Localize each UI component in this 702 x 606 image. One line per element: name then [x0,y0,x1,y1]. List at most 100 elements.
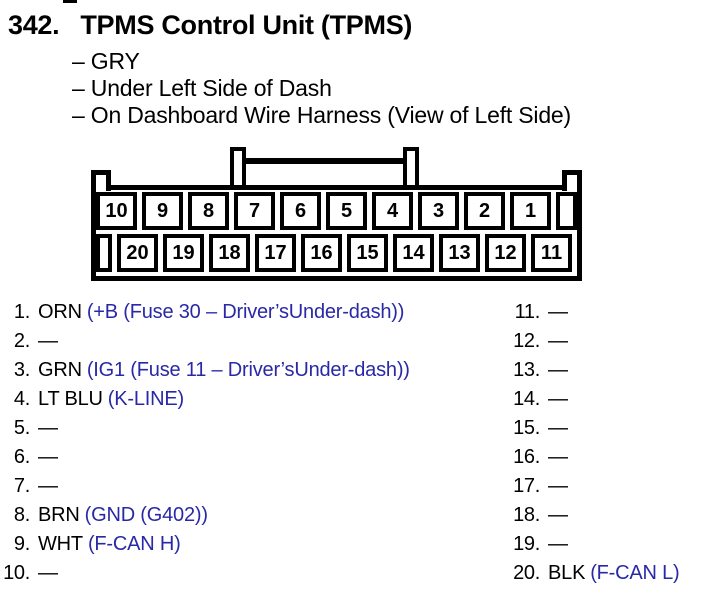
pin-number: 13. [513,359,540,381]
wire-color: — [38,446,58,468]
pin-row-16: 16. — [505,443,680,472]
pin-number: 6. [13,446,30,468]
scan-artifact [63,0,77,3]
pin-cell-10: 10 [96,192,137,230]
pin-number: 3. [13,359,30,381]
wire-color: — [38,330,58,352]
pin-number: 10. [3,562,30,584]
pin-number: 20. [513,562,540,584]
pin-number: 5. [13,417,30,439]
pin-row-7: 7. — [0,472,410,501]
pin-row-12: 12. — [505,327,680,356]
wire-color: BRN [38,504,80,526]
wire-color: — [38,475,58,497]
pin-number: 18. [513,504,540,526]
wire-color: — [548,388,568,410]
connector-lock-tab-left [230,147,246,185]
pin-number: 16. [513,446,540,468]
connector-top-row: 10 9 8 7 6 5 4 3 2 1 [96,192,577,230]
detail-line-color: – GRY [72,48,140,74]
pin-cell-14: 14 [393,234,434,272]
pin-list-right-column: 11.— 12.— 13.— 14.— 15.— 16.— 17.— 18.— … [505,298,680,588]
wire-color: — [548,533,568,555]
pin-number: 1. [13,301,30,323]
pin-number: 9. [13,533,30,555]
connector-bottom-row: 20 19 18 17 16 15 14 13 12 11 [96,234,577,272]
wire-color: — [548,504,568,526]
wire-color: — [548,301,568,323]
pin-cell-1: 1 [510,192,551,230]
detail-line-harness: – On Dashboard Wire Harness (View of Lef… [72,102,571,128]
page-title: TPMS Control Unit (TPMS) [80,10,413,40]
connector-lock-tab-right [403,147,419,185]
pin-cell-19: 19 [163,234,204,272]
pin-row-15: 15. — [505,414,680,443]
pin-row-10: 10. — [0,559,410,588]
pin-cell-9: 9 [142,192,183,230]
pin-cell-8: 8 [188,192,229,230]
pin-row-2: 2. — [0,327,410,356]
pin-function: (F-CAN H) [87,533,181,555]
pin-number: 19. [513,533,540,555]
pin-row-11: 11. — [505,298,680,327]
page-header: 342. TPMS Control Unit (TPMS) [8,10,412,40]
pin-list-left-column: 1. ORN(+B (Fuse 30 – Driver’sUnder-dash))… [0,298,410,588]
pin-row-19: 19. — [505,530,680,559]
pin-row-9: 9. WHT(F-CAN H) [0,530,410,559]
pin-cell-15: 15 [347,234,388,272]
detail-line-location: – Under Left Side of Dash [72,75,332,101]
pin-cell-6: 6 [280,192,321,230]
wire-color: — [548,417,568,439]
pin-row-4: 4.LT BLU(K-LINE) [0,385,410,414]
connector-lock-bar [246,158,403,164]
pin-row-8: 8. BRN(GND (G402)) [0,501,410,530]
pin-function: (IG1 (Fuse 11 – Driver’sUnder-dash)) [86,359,410,381]
pin-number: 14. [513,388,540,410]
pin-cell-12: 12 [485,234,526,272]
pin-cell-16: 16 [301,234,342,272]
wire-color: BLK [548,562,586,584]
connector-blank-cell [556,192,577,230]
pin-row-5: 5. — [0,414,410,443]
pin-row-17: 17. — [505,472,680,501]
wire-color: — [548,475,568,497]
wire-color: — [548,446,568,468]
connector-diagram: 10 9 8 7 6 5 4 3 2 1 20 19 18 17 16 15 1… [91,147,582,281]
pin-function: (GND (G402)) [84,504,208,526]
pin-row-20: 20. BLK(F-CAN L) [505,559,680,588]
pin-cell-20: 20 [117,234,158,272]
pin-cell-4: 4 [372,192,413,230]
pin-cell-2: 2 [464,192,505,230]
pin-row-14: 14. — [505,385,680,414]
pin-row-6: 6. — [0,443,410,472]
connector-corner-tab-left [91,170,111,191]
pin-number: 12. [513,330,540,352]
pin-cell-5: 5 [326,192,367,230]
pin-number: 7. [13,475,30,497]
pin-cell-7: 7 [234,192,275,230]
wire-color: — [548,330,568,352]
wire-color: LT BLU [38,388,103,410]
connector-shell: 10 9 8 7 6 5 4 3 2 1 20 19 18 17 16 15 1… [91,185,582,281]
pin-function: (K-LINE) [107,388,184,410]
pin-row-1: 1. ORN(+B (Fuse 30 – Driver’sUnder-dash)) [0,298,410,327]
pin-number: 8. [13,504,30,526]
pin-number: 2. [13,330,30,352]
pin-number: 17. [513,475,540,497]
pin-cell-17: 17 [255,234,296,272]
connector-blank-cell [96,234,112,272]
pin-function: (+B (Fuse 30 – Driver’sUnder-dash)) [86,301,405,323]
pin-number: 11. [514,301,541,323]
pin-row-13: 13. — [505,356,680,385]
wire-color: WHT [38,533,83,555]
section-number: 342. [8,10,60,40]
pin-cell-11: 11 [531,234,572,272]
detail-lines: – GRY – Under Left Side of Dash – On Das… [72,48,571,129]
pin-cell-3: 3 [418,192,459,230]
wire-color: ORN [38,301,82,323]
wire-color: — [38,562,58,584]
wire-color: — [548,359,568,381]
pin-number: 15. [513,417,540,439]
wire-color: — [38,417,58,439]
pin-function: (F-CAN L) [590,562,680,584]
